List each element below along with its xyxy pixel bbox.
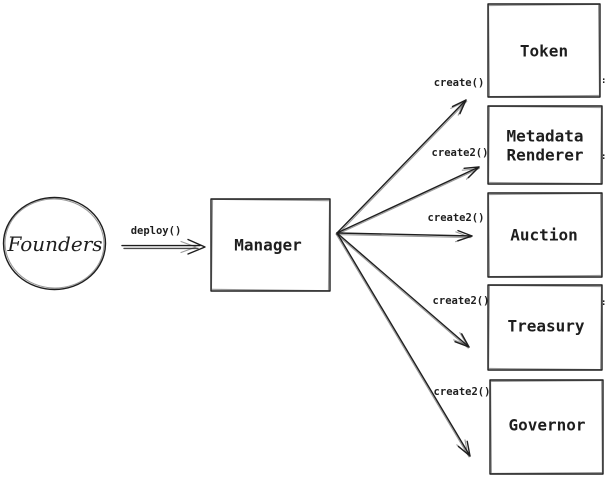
auction-label: Auction (510, 226, 577, 245)
create2-auction-arrow (336, 229, 473, 243)
metadata-renderer-node: Metadata Renderer (487, 105, 603, 185)
clipped-text-fragment-top: : (601, 76, 606, 86)
token-node: Token (487, 3, 601, 98)
manager-label: Manager (234, 236, 301, 255)
metadata-renderer-label-line2: Renderer (506, 146, 583, 165)
treasury-label: Treasury (507, 317, 584, 336)
founders-node: Founders (2, 196, 107, 291)
metadata-renderer-label-line1: Metadata (506, 127, 583, 146)
create2-auction-edge-label: create2() (428, 212, 485, 224)
auction-node: Auction (487, 192, 603, 278)
governor-label: Governor (508, 416, 585, 435)
governor-node: Governor (489, 379, 604, 475)
create2-treasury-edge-label: create2() (433, 295, 490, 307)
create-token-edge-label: create() (434, 77, 485, 89)
deploy-arrow (121, 238, 206, 255)
create2-metadata-renderer-edge-label: create2() (432, 147, 489, 159)
create2-treasury-arrow (335, 232, 470, 349)
create2-governor-arrow (335, 232, 471, 458)
clipped-text-fragment-bottom: : (601, 298, 606, 308)
create2-governor-edge-label: create2() (434, 386, 491, 398)
token-label: Token (520, 42, 568, 61)
manager-node: Manager (210, 198, 331, 292)
clipped-text-fragment-middle: : (601, 152, 606, 162)
treasury-node: Treasury (487, 284, 603, 371)
founders-label: Founders (6, 232, 102, 256)
create-token-arrow (336, 99, 468, 235)
deploy-edge-label: deploy() (131, 225, 182, 237)
create2-metadata-renderer-arrow (336, 166, 480, 235)
